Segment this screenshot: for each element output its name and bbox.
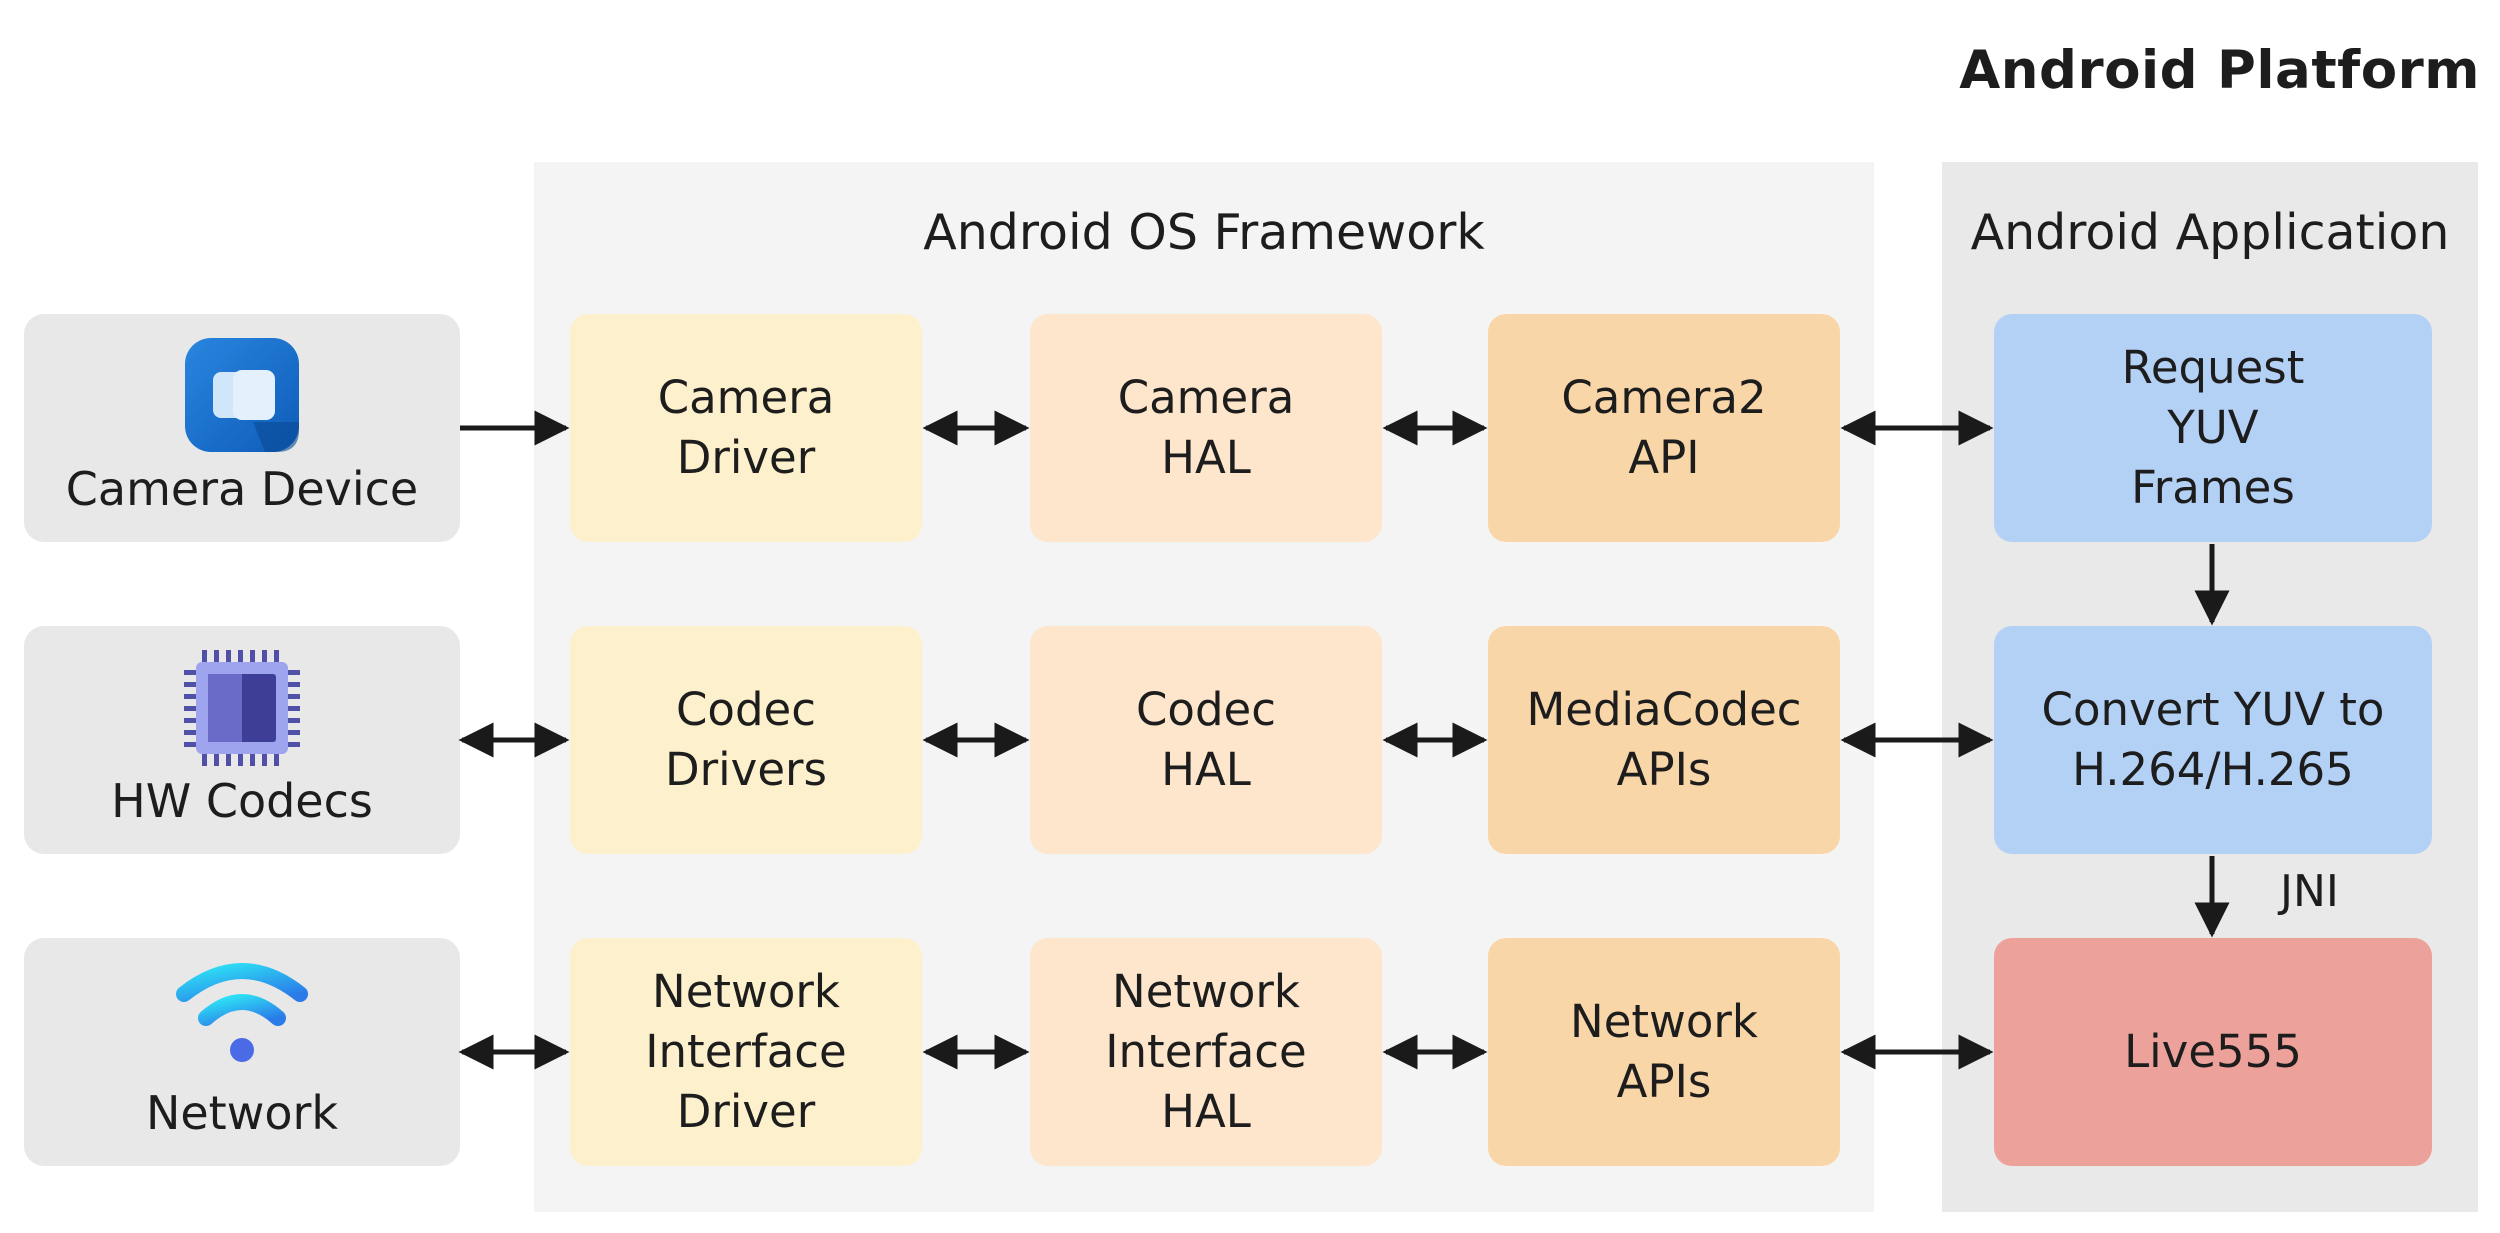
camera2-api-box: Camera2 API	[1488, 314, 1840, 542]
mediacodec-apis-box: MediaCodec APIs	[1488, 626, 1840, 854]
application-title: Android Application	[1970, 204, 2450, 261]
codec-hal-box: Codec HAL	[1030, 626, 1382, 854]
device-hw-codecs: HW Codecs	[24, 626, 460, 854]
camera-driver-box: Camera Driver	[570, 314, 922, 542]
live555-box: Live555	[1994, 938, 2432, 1166]
device-camera-label: Camera Device	[65, 462, 419, 516]
camera-hal-box: Camera HAL	[1030, 314, 1382, 542]
device-network-label: Network	[145, 1086, 339, 1140]
wifi-icon	[176, 963, 308, 1062]
network-interface-hal-box: Network Interface HAL	[1030, 938, 1382, 1166]
convert-yuv-box: Convert YUV to H.264/H.265	[1994, 626, 2432, 854]
network-apis-box: Network APIs	[1488, 938, 1840, 1166]
network-interface-driver-box: Network Interface Driver	[570, 938, 922, 1166]
device-camera: Camera Device	[24, 314, 460, 542]
chip-icon	[184, 650, 300, 766]
codec-drivers-box: Codec Drivers	[570, 626, 922, 854]
device-network: Network	[24, 938, 460, 1166]
request-yuv-frames-box: Request YUV Frames	[1994, 314, 2432, 542]
video-camera-icon	[185, 338, 299, 452]
framework-title: Android OS Framework	[923, 204, 1485, 261]
device-hw-codecs-label: HW Codecs	[111, 774, 373, 828]
platform-title: Android Platform	[1959, 40, 2480, 101]
jni-label: JNI	[2280, 866, 2339, 917]
